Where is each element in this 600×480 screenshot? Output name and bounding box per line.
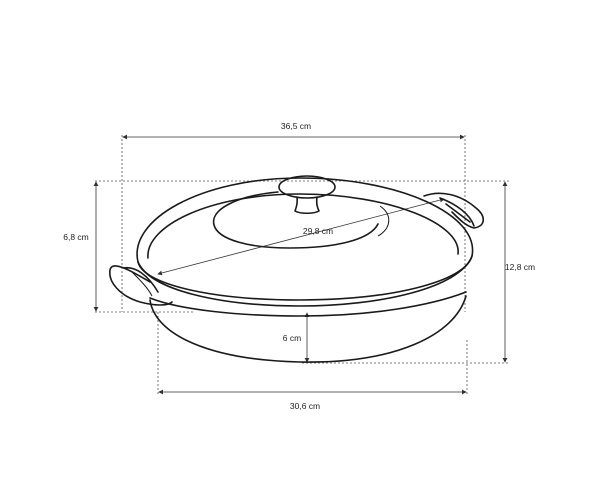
dimension-lines: [93, 134, 508, 395]
lid-diameter-dimension-line: [157, 197, 445, 276]
width-label: 36,5 cm: [281, 121, 311, 131]
depth-label: 6 cm: [283, 333, 301, 343]
lid-diameter-label: 29,8 cm: [303, 226, 333, 236]
lid-knob: [278, 175, 336, 199]
lid-rim: [137, 255, 473, 307]
braiser-pan-icon: [109, 175, 485, 363]
body-height-label: 6,8 cm: [63, 232, 89, 242]
base-width-label: 30,6 cm: [290, 401, 320, 411]
lid-dome: [136, 177, 474, 301]
total-height-label: 12,8 cm: [505, 262, 535, 272]
extension-lines: [95, 135, 510, 395]
right-handle: [423, 192, 485, 229]
pan-body: [149, 295, 467, 363]
